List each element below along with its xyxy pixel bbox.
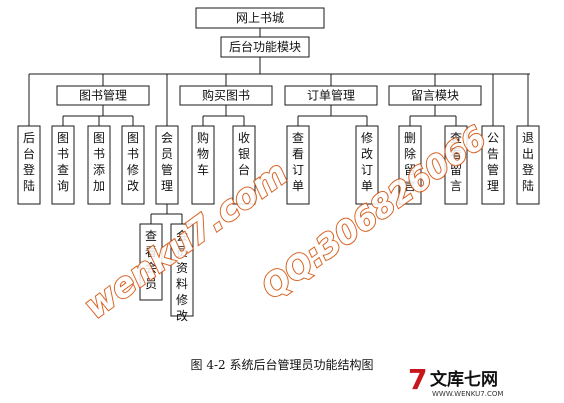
leaf-node-3: 退出登陆 [516, 125, 540, 205]
child-node-1-0: 购物车 [191, 125, 215, 205]
child-node-3-1: 查看留言 [444, 125, 468, 205]
module-node-label: 后台功能模块 [229, 39, 301, 54]
group-node-2-frame [284, 85, 378, 106]
child-node-3-0-frame [398, 125, 422, 205]
member-child-node-1: 会员资料修改 [170, 223, 194, 323]
member-child-node-0-frame [139, 223, 163, 301]
leaf-node-1-frame [155, 125, 179, 205]
group-node-0-frame [56, 85, 150, 106]
leaf-node-3-label: 退出登陆 [522, 131, 534, 193]
child-node-0-1-frame [87, 125, 111, 205]
member-child-node-0: 查看会员 [139, 223, 163, 301]
child-node-0-0-label: 图书查询 [57, 131, 69, 193]
leaf-node-1: 会员管理 [155, 125, 179, 205]
logo-url: WWW.WENKU7.COM [432, 390, 503, 398]
child-node-1-0-label: 购物车 [197, 130, 209, 177]
group-node-0-label: 图书管理 [79, 88, 127, 103]
child-node-0-2-frame [121, 125, 145, 205]
member-child-node-1-label: 会员资料修改 [176, 229, 188, 323]
root-node: 网上书城 [195, 7, 325, 29]
connector-lines [28, 28, 530, 224]
leaf-node-0-frame [17, 125, 41, 205]
group-node-3: 留言模块 [388, 85, 482, 106]
child-node-2-0: 查看订单 [286, 125, 310, 205]
figure-caption: 图 4-2 系统后台管理员功能结构图 [190, 358, 374, 372]
leaf-node-3-frame [516, 125, 540, 205]
child-node-3-0: 删除留言 [398, 125, 422, 205]
child-node-2-1: 修改订单 [355, 125, 379, 205]
child-node-0-2-label: 图书修改 [127, 131, 139, 193]
group-node-0: 图书管理 [56, 85, 150, 106]
member-child-node-1-frame [170, 223, 194, 317]
module-node-frame [220, 36, 310, 58]
child-node-0-1: 图书添加 [87, 125, 111, 205]
child-node-3-1-frame [444, 125, 468, 205]
logo-text: 文库七网 [430, 369, 498, 390]
group-node-2: 订单管理 [284, 85, 378, 106]
child-node-1-1: 收银台 [232, 125, 256, 205]
child-node-0-0-frame [51, 125, 75, 205]
leaf-node-0-label: 后台登陆 [23, 131, 35, 193]
child-node-1-1-label: 收银台 [238, 131, 250, 177]
wenku7-logo: 7 文库七网 WWW.WENKU7.COM [408, 363, 503, 398]
root-node-frame [195, 7, 325, 29]
group-node-1: 购买图书 [179, 85, 273, 106]
logo-7-glyph: 7 [408, 363, 427, 396]
child-node-2-1-frame [355, 125, 379, 205]
leaf-node-2-frame [481, 125, 505, 205]
child-node-0-2: 图书修改 [121, 125, 145, 205]
group-node-1-label: 购买图书 [202, 88, 250, 103]
group-node-3-frame [388, 85, 482, 106]
child-node-2-0-label: 查看订单 [292, 131, 304, 193]
group-node-2-label: 订单管理 [307, 88, 355, 103]
leaf-node-2: 公告管理 [481, 125, 505, 205]
leaf-node-2-label: 公告管理 [487, 131, 499, 193]
member-child-node-0-label: 查看会员 [145, 229, 157, 291]
root-node-label: 网上书城 [236, 11, 284, 25]
child-node-2-0-frame [286, 125, 310, 205]
group-node-3-label: 留言模块 [411, 89, 459, 103]
child-node-3-1-label: 查看留言 [450, 131, 462, 193]
child-node-0-0: 图书查询 [51, 125, 75, 205]
group-node-1-frame [179, 85, 273, 106]
child-node-1-0-frame [191, 125, 215, 205]
module-node: 后台功能模块 [220, 36, 310, 58]
leaf-node-0: 后台登陆 [17, 125, 41, 205]
child-node-1-1-frame [232, 125, 256, 205]
leaf-node-1-label: 会员管理 [161, 131, 173, 193]
child-node-3-0-label: 删除留言 [404, 131, 416, 193]
child-node-2-1-label: 修改订单 [361, 130, 373, 193]
child-node-0-1-label: 图书添加 [93, 131, 105, 193]
